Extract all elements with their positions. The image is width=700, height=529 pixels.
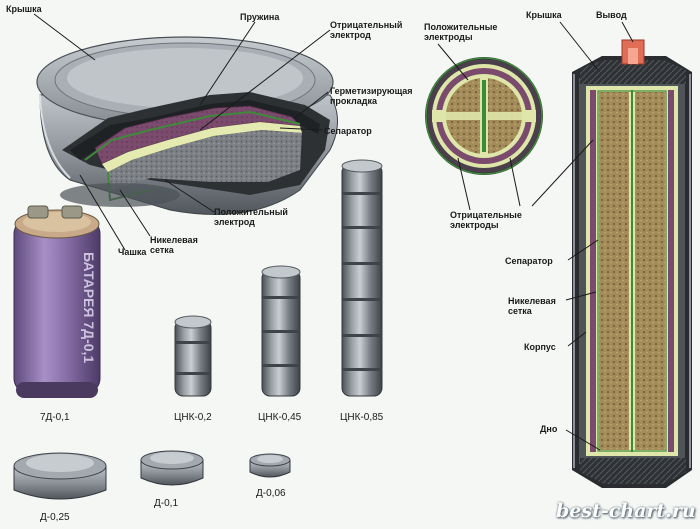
label-positive-electrode: Положительный электрод <box>214 207 288 227</box>
d-0-06-cell <box>249 453 291 478</box>
caption-cnk-0-85: ЦНК-0,85 <box>340 412 384 423</box>
d-0-25-cell <box>13 452 107 500</box>
label-terminal: Вывод <box>596 10 627 20</box>
label-spring: Пружина <box>240 12 280 22</box>
cylindrical-cell-section <box>572 39 692 488</box>
caption-d-0-1: Д-0,1 <box>154 498 179 509</box>
label-case: Корпус <box>524 342 556 352</box>
caption-d-0-25: Д-0,25 <box>40 512 70 523</box>
caption-7d-0-1: 7Д-0,1 <box>40 412 70 423</box>
label-nickel-mesh: Никелевая сетка <box>150 235 198 255</box>
caption-d-0-06: Д-0,06 <box>256 488 286 499</box>
label-negative-electrode: Отрицательный электрод <box>330 20 403 40</box>
cross-section-disk <box>425 57 543 175</box>
label-sealing-gasket: Герметизирующая прокладка <box>330 86 413 106</box>
label-positive-electrodes: Положительные электроды <box>424 22 498 42</box>
label-cup: Чашка <box>118 247 147 257</box>
button-cell-cutaway <box>36 36 338 215</box>
label-cylinder-lid: Крышка <box>526 10 562 20</box>
watermark: best-chart.ru <box>556 500 696 522</box>
label-cylinder-nickel-mesh: Никелевая сетка <box>508 296 556 316</box>
label-bottom: Дно <box>540 424 558 434</box>
caption-cnk-0-45: ЦНК-0,45 <box>258 412 302 423</box>
label-cylinder-separator: Сепаратор <box>505 256 553 266</box>
label-separator: Сепаратор <box>324 126 372 136</box>
label-lid: Крышка <box>6 4 42 14</box>
cnk-0-85-cell <box>341 159 383 397</box>
cnk-0-2-cell <box>174 315 212 397</box>
d-0-1-cell <box>140 450 204 486</box>
battery-7d: БАТАРЕЯ 7Д-0,1 <box>13 205 101 398</box>
battery-wrap-text: БАТАРЕЯ 7Д-0,1 <box>81 252 97 363</box>
caption-cnk-0-2: ЦНК-0,2 <box>174 412 212 423</box>
cnk-0-45-cell <box>261 265 301 397</box>
label-negative-electrodes: Отрицательные электроды <box>450 210 522 230</box>
leader-lines <box>33 13 634 451</box>
